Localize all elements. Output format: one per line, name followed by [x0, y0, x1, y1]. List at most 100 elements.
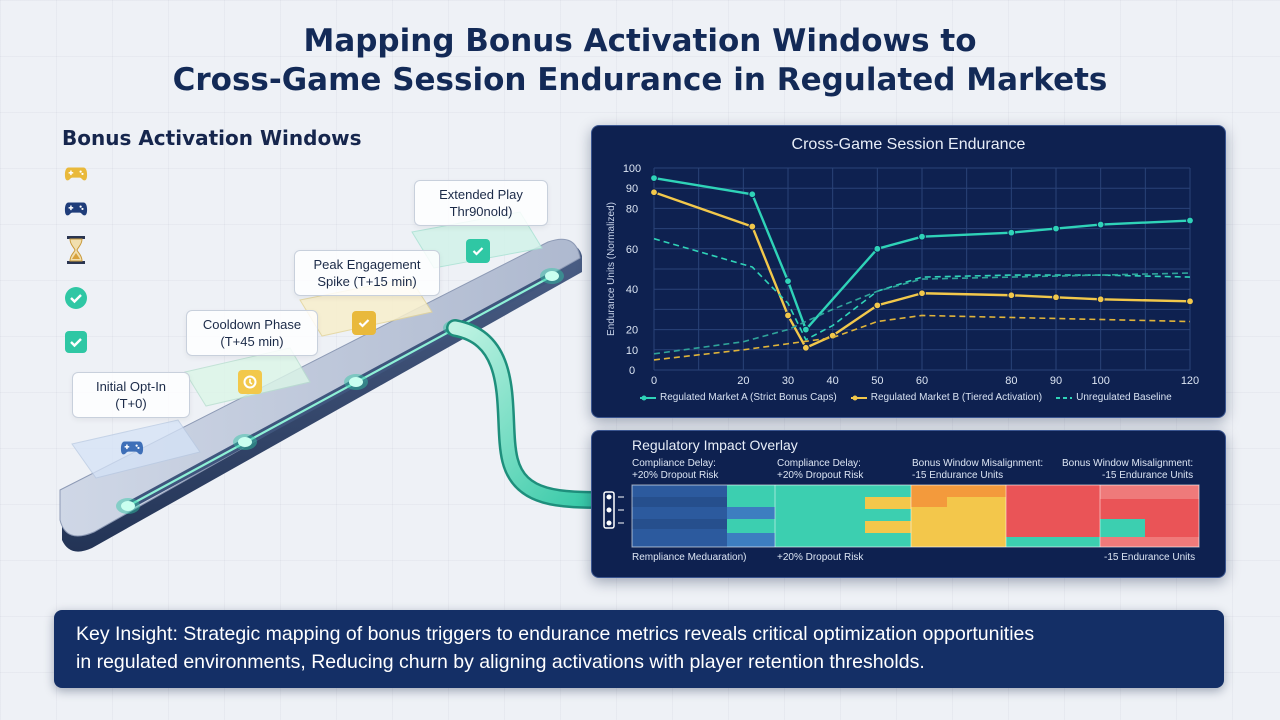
check-circle-icon	[64, 286, 88, 310]
y-tick-label: 20	[626, 325, 638, 337]
heatmap-cell	[727, 519, 775, 533]
insight-line-2: in regulated environments, Reducing chur…	[76, 651, 925, 673]
data-point	[1007, 291, 1016, 300]
heatmap-cell	[911, 507, 1006, 547]
hourglass-icon	[64, 236, 88, 264]
x-tick-label: 40	[827, 375, 839, 387]
heatmap-cell	[1100, 499, 1199, 519]
heatmap-cell	[865, 521, 911, 533]
stage-card-initial-opt-in: Initial Opt-In (T+0)	[72, 372, 190, 418]
y-axis-label: Endurance Units (Normalized)	[606, 202, 617, 336]
heatmap-cell	[775, 485, 865, 547]
heatmap-cell	[1006, 537, 1100, 547]
overlay-top-label: Compliance Delay: +20% Dropout Risk	[632, 458, 718, 482]
controller-icon	[120, 435, 144, 459]
heatmap-cell	[947, 497, 1006, 509]
heatmap-cell	[1100, 537, 1199, 547]
data-point	[1052, 224, 1060, 233]
impact-heatmap	[603, 484, 1200, 548]
heatmap-cell	[632, 497, 727, 507]
title-line-2: Cross-Game Session Endurance in Regulate…	[172, 62, 1108, 98]
overlay-title: Regulatory Impact Overlay	[632, 437, 798, 453]
overlay-top-label: Bonus Window Misalignment: -15 Endurance…	[912, 458, 1043, 482]
x-tick-label: 60	[916, 375, 928, 387]
stage-time: Thr90nold)	[449, 204, 513, 219]
x-tick-label: 30	[782, 375, 794, 387]
heatmap-cell	[865, 485, 911, 497]
x-tick-label: 100	[1091, 375, 1109, 387]
x-tick-label: 0	[651, 375, 657, 387]
heatmap-cell	[632, 519, 727, 529]
label-line: Compliance Delay:	[632, 458, 716, 469]
check-square-icon	[64, 330, 88, 354]
y-tick-label: 40	[626, 284, 638, 296]
data-point	[873, 301, 882, 310]
data-point	[918, 232, 926, 241]
legend-label: Unregulated Baseline	[1076, 392, 1172, 403]
label-line: +20% Dropout Risk	[632, 470, 719, 481]
stage-node	[344, 374, 368, 390]
heatmap-cell	[1100, 485, 1199, 499]
heatmap-cell	[632, 485, 727, 547]
x-tick-label: 90	[1050, 375, 1062, 387]
heatmap-cell	[865, 509, 911, 521]
data-point	[801, 325, 810, 334]
heatmap-cell	[1145, 519, 1199, 537]
data-point	[1186, 297, 1194, 306]
controller-icon	[64, 196, 88, 220]
label-line: Bonus Window Misalignment:	[1062, 458, 1194, 469]
data-point	[1007, 228, 1016, 237]
stage-label: Cooldown Phase	[202, 317, 302, 332]
insight-line-1: Key Insight: Strategic mapping of bonus …	[76, 623, 1035, 645]
y-tick-label: 10	[626, 345, 638, 357]
stage-time: Spike (T+15 min)	[317, 274, 417, 289]
stage-time: (T+45 min)	[220, 334, 284, 349]
heatmap-connector	[603, 491, 624, 529]
x-tick-label: 50	[871, 375, 883, 387]
y-tick-label: 100	[623, 163, 641, 175]
label-line: +20% Dropout Risk	[777, 470, 864, 481]
chart-title: Cross-Game Session Endurance	[791, 136, 1026, 153]
data-point	[650, 174, 658, 182]
heatmap-cell	[865, 497, 911, 509]
cooldown-icon	[238, 370, 262, 394]
stage-time: (T+0)	[115, 396, 147, 411]
stage-label: Initial Opt-In	[95, 379, 167, 394]
data-point	[918, 289, 926, 298]
y-tick-label: 60	[626, 244, 638, 256]
stage-node	[540, 268, 564, 284]
heatmap-cell	[1100, 519, 1145, 537]
legend-item: Regulated Market A (Strict Bonus Caps)	[640, 392, 837, 403]
data-point	[873, 244, 882, 253]
data-point	[1096, 220, 1105, 229]
stage-card-peak-engagement: Peak Engagement Spike (T+15 min)	[294, 250, 440, 296]
title-line-1: Mapping Bonus Activation Windows to	[303, 23, 977, 59]
label-line: Compliance Delay:	[777, 458, 861, 469]
y-tick-label: 90	[626, 183, 638, 195]
heatmap-cell	[1006, 485, 1100, 537]
series-line	[653, 176, 1191, 331]
overlay-bottom-label: Rempliance Meduaration)	[632, 552, 747, 563]
data-point	[748, 190, 757, 199]
y-tick-label: 0	[629, 365, 635, 377]
label-line: -15 Endurance Units	[912, 470, 1004, 481]
overlay-bottom-label: +20% Dropout Risk	[777, 552, 864, 563]
check-square-icon	[466, 239, 490, 263]
overlay-top-label: Bonus Window Misalignment: -15 Endurance…	[1062, 458, 1193, 482]
heatmap-cell	[865, 533, 911, 547]
data-point	[784, 277, 792, 286]
page-title: Mapping Bonus Activation Windows to Cros…	[0, 22, 1280, 100]
legend-label: Regulated Market A (Strict Bonus Caps)	[660, 392, 837, 403]
label-line: Bonus Window Misalignment:	[912, 458, 1044, 469]
data-point	[1096, 295, 1105, 304]
data-point	[1186, 216, 1194, 225]
regulatory-overlay-panel: Regulatory Impact Overlay Compliance Del…	[591, 430, 1226, 578]
stage-card-extended-play: Extended Play Thr90nold)	[414, 180, 548, 226]
heatmap-cell	[727, 507, 775, 519]
stage-node	[233, 434, 257, 450]
x-tick-label: 20	[737, 375, 749, 387]
chart-legend: Regulated Market A (Strict Bonus Caps) R…	[640, 392, 1172, 403]
